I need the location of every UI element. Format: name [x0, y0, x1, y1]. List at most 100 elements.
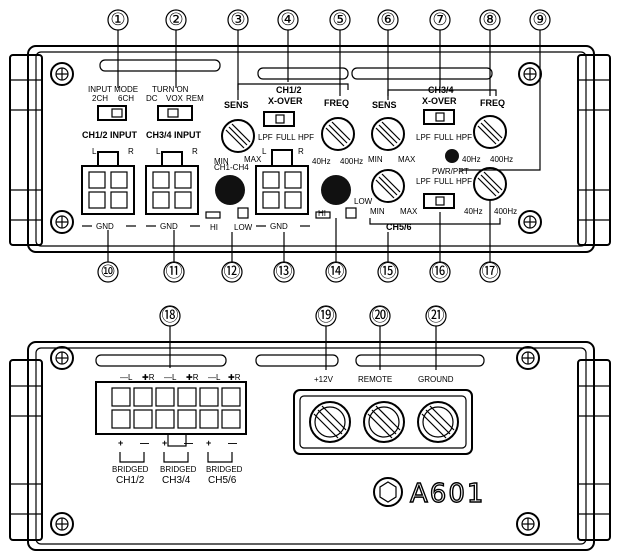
bridged-label: BRIDGED	[160, 465, 197, 474]
callout-16: ⑯	[429, 261, 451, 283]
ch12-input-connector[interactable]	[81, 151, 135, 215]
plus12v-terminal[interactable]	[309, 401, 351, 443]
ch34-sens-knob[interactable]	[371, 117, 405, 151]
ch12-header: CH1/2	[276, 85, 302, 95]
callout-12: ⑫	[221, 261, 243, 283]
ch1-ch4-label: CH1-CH4	[214, 163, 249, 172]
min-label: MIN	[214, 157, 229, 166]
ch56-xover-switch[interactable]	[423, 193, 455, 209]
minus-label: —	[228, 438, 237, 448]
ground-terminal[interactable]	[417, 401, 459, 443]
plus-label: +	[162, 438, 167, 448]
ch34-header: CH3/4	[428, 85, 454, 95]
svg-text:⑪: ⑪	[166, 262, 183, 282]
svg-text:⑦: ⑦	[432, 10, 447, 30]
svg-text:⑲: ⑲	[318, 306, 335, 326]
ch12-freq-knob[interactable]	[321, 117, 355, 151]
hz400-label: 400Hz	[490, 155, 513, 164]
lpf-label: LPF	[416, 177, 431, 186]
svg-text:⑥: ⑥	[380, 10, 395, 30]
low-label: LOW	[354, 197, 373, 206]
ch1-ch4-gain-button[interactable]	[215, 175, 245, 205]
svg-text:⑩: ⑩	[100, 262, 115, 282]
input-mode-label: INPUT MODE	[88, 85, 138, 94]
callout-20: ⑳	[369, 305, 391, 327]
ch56-sens-knob[interactable]	[371, 169, 405, 203]
l-label: L	[262, 147, 267, 156]
callout-15: ⑮	[377, 261, 399, 283]
pin-label: —L	[120, 373, 133, 382]
sens-label: SENS	[224, 100, 249, 110]
screw-icon	[516, 512, 540, 536]
turn-on-switch[interactable]	[157, 105, 193, 121]
ch34-bridged-label: CH3/4	[162, 475, 191, 486]
l-label: L	[92, 147, 97, 156]
hi-label: HI	[210, 223, 218, 232]
r-label: R	[128, 147, 134, 156]
callout-1: ①	[107, 9, 129, 31]
ch12-xover-switch[interactable]	[263, 111, 295, 127]
ch34-freq-knob[interactable]	[473, 115, 507, 149]
hpf-label: HPF	[298, 133, 314, 142]
callout-17: ⑰	[479, 261, 501, 283]
remote-terminal[interactable]	[363, 401, 405, 443]
gnd-label: GND	[96, 222, 114, 231]
gnd-label: GND	[270, 222, 288, 231]
callout-2: ②	[165, 9, 187, 31]
r-label: R	[298, 147, 304, 156]
callout-9: ⑨	[529, 9, 551, 31]
bottom-panel: —L ✚R —L ✚R —L ✚R + — + — + — BRIDGED BR…	[9, 305, 611, 551]
max-label: MAX	[400, 207, 418, 216]
svg-text:①: ①	[110, 10, 125, 30]
hpf-label: HPF	[456, 133, 472, 142]
svg-text:②: ②	[168, 10, 183, 30]
svg-text:⑫: ⑫	[224, 262, 241, 282]
ch12-input-label: CH1/2 INPUT	[82, 130, 138, 140]
screw-icon	[50, 346, 74, 370]
ch56-label: CH5/6	[386, 222, 412, 232]
speaker-output-connector[interactable]	[95, 381, 247, 447]
ch56-input-connector[interactable]	[255, 149, 309, 215]
screw-icon	[518, 62, 542, 86]
hz40-label: 40Hz	[312, 157, 331, 166]
svg-text:⑬: ⑬	[276, 262, 293, 282]
ch12-sens-knob[interactable]	[221, 119, 255, 153]
callout-8: ⑧	[479, 9, 501, 31]
lpf-label: LPF	[258, 133, 273, 142]
turn-on-label: TURN ON	[152, 85, 189, 94]
screw-icon	[518, 210, 542, 234]
ch34-input-connector[interactable]	[145, 151, 199, 215]
callout-10: ⑩	[97, 261, 119, 283]
pin-label: —L	[208, 373, 221, 382]
callout-19: ⑲	[315, 305, 337, 327]
pin-label: —L	[164, 373, 177, 382]
svg-text:㉑: ㉑	[428, 306, 445, 326]
plus-label: +	[118, 438, 123, 448]
callout-18: ⑱	[159, 305, 181, 327]
freq-label: FREQ	[324, 98, 349, 108]
svg-text:⑯: ⑯	[432, 262, 449, 282]
ch56-gain-button[interactable]	[321, 175, 351, 205]
max-label: MAX	[398, 155, 416, 164]
ch34-xover-switch[interactable]	[423, 109, 455, 125]
ch56-freq-knob[interactable]	[473, 167, 507, 201]
screw-icon	[50, 210, 74, 234]
callout-3: ③	[227, 9, 249, 31]
ch56-bridged-label: CH5/6	[208, 475, 237, 486]
ground-label: GROUND	[418, 375, 454, 384]
input-mode-switch[interactable]	[97, 105, 127, 121]
remote-label: REMOTE	[358, 375, 392, 384]
dc-label: DC	[146, 94, 158, 103]
callout-4: ④	[277, 9, 299, 31]
svg-text:③: ③	[230, 10, 245, 30]
vox-label: VOX	[166, 94, 184, 103]
gnd-label: GND	[160, 222, 178, 231]
svg-text:⑱: ⑱	[162, 306, 179, 326]
svg-text:⑧: ⑧	[482, 10, 497, 30]
screw-icon	[50, 512, 74, 536]
min-label: MIN	[370, 207, 385, 216]
svg-text:⑨: ⑨	[532, 10, 547, 30]
l-label: L	[156, 147, 161, 156]
callout-7: ⑦	[429, 9, 451, 31]
